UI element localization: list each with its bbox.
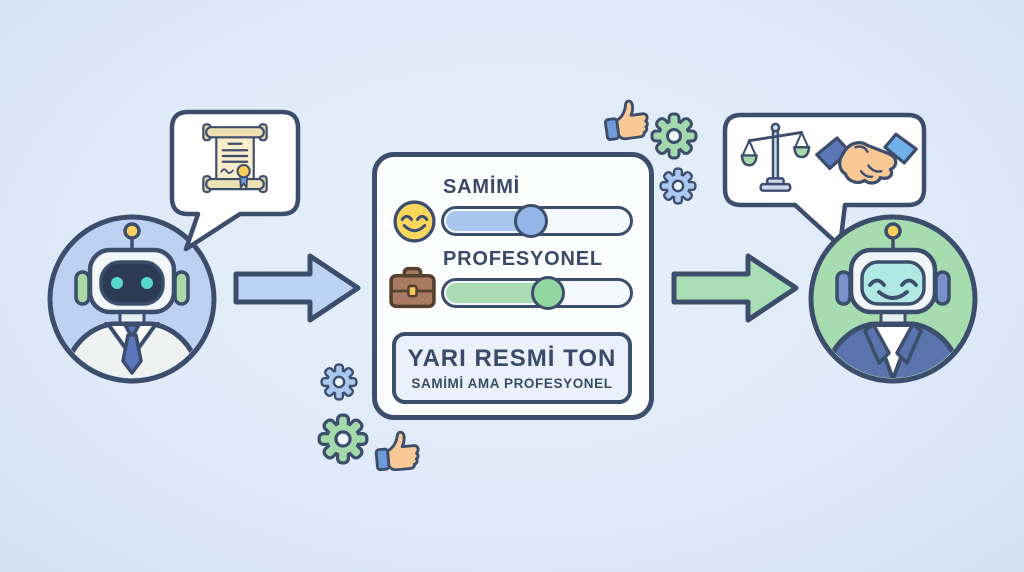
tone-result-subtitle: SAMİMİ AMA PROFESYONEL bbox=[411, 375, 613, 391]
thumbs-up-icon bbox=[371, 425, 423, 473]
balance-scale-icon bbox=[740, 122, 811, 192]
happy-face bbox=[868, 278, 918, 300]
samimi-slider[interactable] bbox=[441, 204, 633, 238]
samimi-slider-fill bbox=[446, 211, 534, 231]
profesyonel-slider-thumb[interactable] bbox=[531, 276, 566, 310]
flow-arrow-right bbox=[671, 253, 799, 323]
green-gear-icon bbox=[650, 112, 698, 160]
smiley-face-icon bbox=[393, 200, 436, 243]
handshake-icon bbox=[815, 132, 918, 185]
thumbs-up-icon bbox=[599, 93, 653, 143]
green-gear-icon bbox=[317, 413, 369, 465]
profesyonel-slider[interactable] bbox=[441, 276, 633, 310]
right-speech-bubble bbox=[722, 112, 927, 249]
certificate-scroll-icon bbox=[202, 123, 268, 194]
samimi-slider-thumb[interactable] bbox=[514, 204, 549, 238]
seal-ribbon bbox=[236, 163, 251, 189]
tone-result-title: YARI RESMİ TON bbox=[407, 345, 617, 373]
suit-lapels bbox=[863, 322, 923, 365]
briefcase-icon bbox=[389, 266, 436, 309]
slider-label-samimi: SAMİMİ bbox=[443, 176, 521, 198]
robot-visor bbox=[99, 260, 165, 306]
blue-gear-icon bbox=[320, 363, 358, 401]
profesyonel-slider-fill bbox=[446, 283, 551, 303]
tone-result-box: YARI RESMİ TON SAMİMİ AMA PROFESYONEL bbox=[392, 332, 632, 404]
necktie bbox=[121, 323, 143, 375]
flow-arrow-left bbox=[233, 253, 361, 323]
right-robot-avatar bbox=[808, 214, 978, 384]
robot-screen bbox=[860, 260, 926, 306]
left-speech-bubble bbox=[169, 109, 301, 252]
blue-gear-icon bbox=[659, 167, 697, 205]
tone-settings-panel: SAMİMİ PROFESYONEL YARI RESMİ TON SAMİMİ… bbox=[372, 152, 654, 420]
robot-body-suit bbox=[61, 303, 203, 378]
antenna bbox=[123, 222, 141, 249]
slider-label-profesyonel: PROFESYONEL bbox=[443, 248, 603, 270]
antenna bbox=[884, 222, 902, 249]
left-robot-avatar bbox=[47, 214, 217, 384]
robot-eyes bbox=[111, 277, 153, 289]
